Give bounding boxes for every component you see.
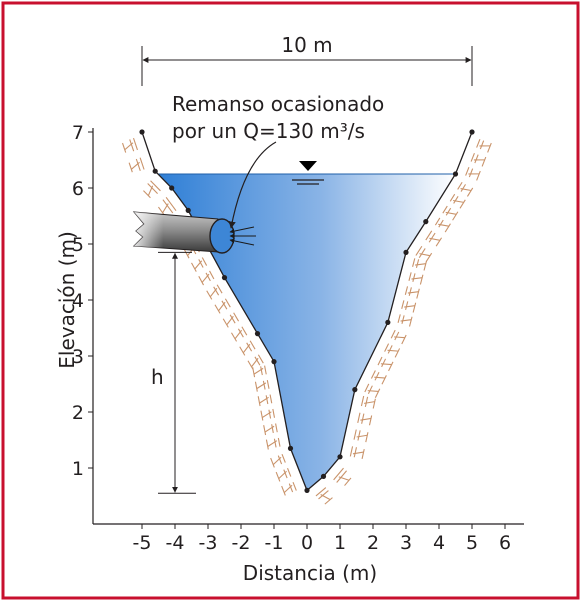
annotation-line-2: por un Q=130 m³/s bbox=[172, 119, 365, 143]
x-tick-label: 4 bbox=[433, 532, 445, 554]
survey-point bbox=[352, 387, 357, 392]
survey-point bbox=[255, 331, 260, 336]
survey-point bbox=[469, 129, 474, 134]
survey-point bbox=[139, 129, 144, 134]
survey-point bbox=[186, 208, 191, 213]
x-tick-label: 2 bbox=[367, 532, 379, 554]
survey-point bbox=[288, 446, 293, 451]
y-axis-label: Elevación (m) bbox=[55, 231, 79, 369]
survey-point bbox=[337, 454, 342, 459]
survey-point bbox=[453, 171, 458, 176]
h-label: h bbox=[151, 365, 164, 389]
x-tick-label: 5 bbox=[466, 532, 478, 554]
x-tick-label: 6 bbox=[499, 532, 511, 554]
survey-point bbox=[321, 474, 326, 479]
survey-point bbox=[222, 275, 227, 280]
width-label: 10 m bbox=[281, 33, 332, 57]
x-tick-label: -2 bbox=[232, 532, 251, 554]
x-tick-label: -5 bbox=[133, 532, 152, 554]
x-tick-label: 1 bbox=[334, 532, 346, 554]
x-axis-label: Distancia (m) bbox=[243, 561, 377, 585]
x-tick-label: 0 bbox=[301, 532, 313, 554]
survey-point bbox=[169, 185, 174, 190]
survey-point bbox=[403, 250, 408, 255]
y-tick-label: 1 bbox=[72, 458, 84, 480]
x-tick-label: -1 bbox=[265, 532, 284, 554]
survey-point bbox=[153, 169, 158, 174]
survey-point bbox=[304, 488, 309, 493]
survey-point bbox=[385, 320, 390, 325]
survey-point bbox=[271, 359, 276, 364]
annotation-line-1: Remanso ocasionado bbox=[172, 92, 384, 116]
y-tick-label: 6 bbox=[72, 178, 84, 200]
x-tick-label: -4 bbox=[166, 532, 185, 554]
y-tick-label: 2 bbox=[72, 402, 84, 424]
water-surface-symbol bbox=[292, 161, 324, 184]
x-tick-label: 3 bbox=[400, 532, 412, 554]
x-tick-label: -3 bbox=[199, 532, 218, 554]
survey-point bbox=[423, 219, 428, 224]
y-tick-label: 7 bbox=[72, 122, 84, 144]
